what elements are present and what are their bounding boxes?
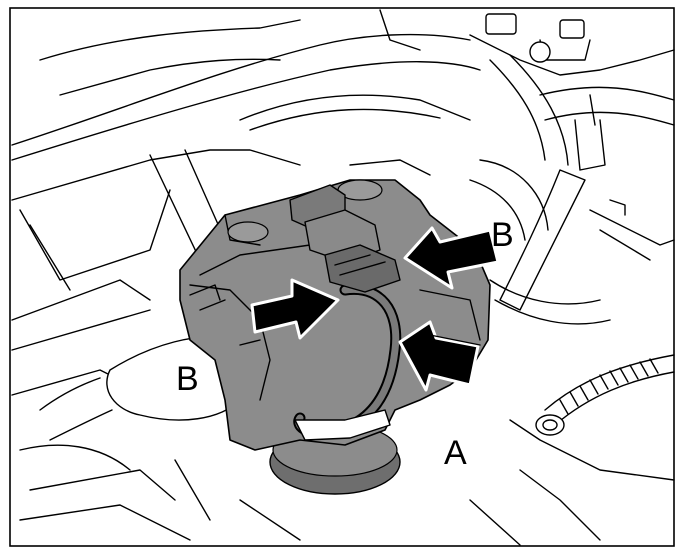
arrow-lower-right xyxy=(398,320,480,392)
label-b-upper: B xyxy=(491,216,514,254)
engine-bay-background xyxy=(11,9,675,546)
arrow-upper-right xyxy=(403,226,500,290)
label-a: A xyxy=(444,434,467,472)
arrow-left xyxy=(250,278,340,340)
label-b-left: B xyxy=(176,360,199,398)
electrical-connector xyxy=(289,184,401,293)
pointer-arrows xyxy=(250,226,500,392)
corrugation-rings xyxy=(559,358,659,415)
